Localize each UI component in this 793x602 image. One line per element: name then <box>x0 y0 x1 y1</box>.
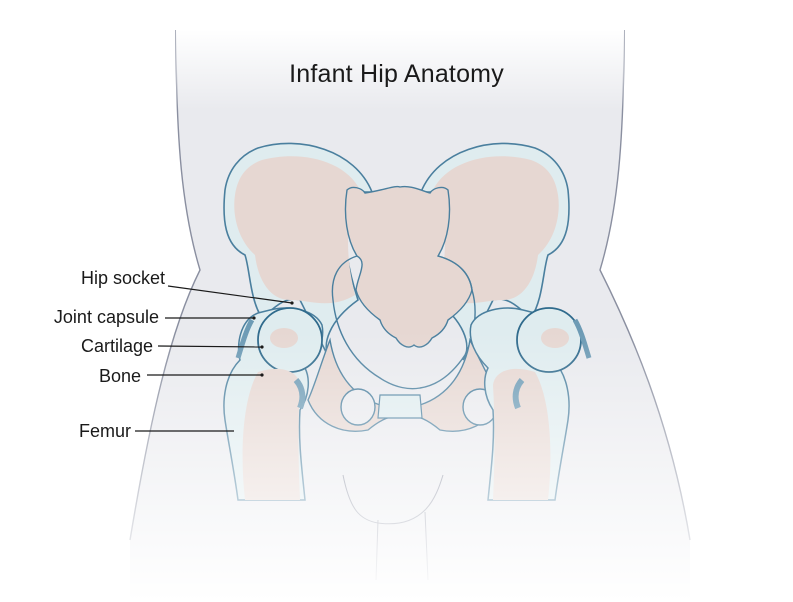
label-femur: Femur <box>78 421 131 441</box>
diagram-title: Infant Hip Anatomy <box>289 60 504 88</box>
label-bone: Bone <box>98 366 141 386</box>
label-cartilage: Cartilage <box>80 336 153 356</box>
label-joint-capsule: Joint capsule <box>53 307 159 327</box>
leader-lines <box>135 285 294 432</box>
label-hip-socket: Hip socket <box>80 268 165 288</box>
